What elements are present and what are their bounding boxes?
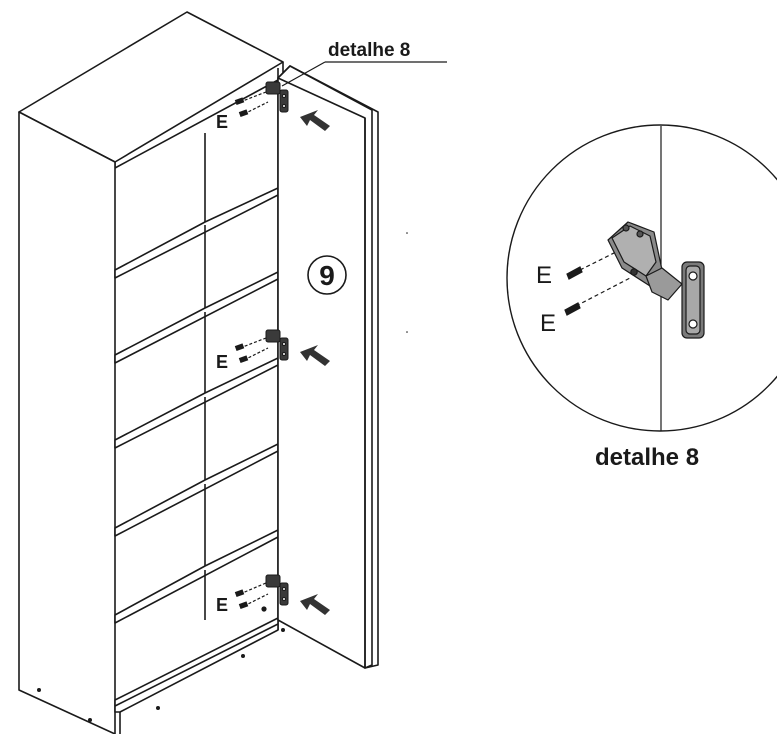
hinge-middle-screw-label: E xyxy=(216,352,228,372)
shelf-4 xyxy=(114,443,279,537)
arrow-top xyxy=(300,110,330,131)
shelf-1 xyxy=(114,187,279,279)
hinge-top xyxy=(265,81,289,113)
cabinet-door xyxy=(277,65,379,669)
arrow-middle xyxy=(300,345,330,366)
hinge-middle xyxy=(265,329,289,361)
shelves xyxy=(114,133,279,624)
arrow-bottom xyxy=(300,594,330,615)
shelf-3 xyxy=(114,357,279,449)
detail-screw-label-1: E xyxy=(536,262,552,289)
shelf-2 xyxy=(114,271,279,364)
screws-middle xyxy=(234,337,269,364)
callout-label: detalhe 8 xyxy=(328,40,410,61)
detail-hinge xyxy=(607,221,705,339)
hinge-bottom-screw-label: E xyxy=(216,595,228,615)
shelf-5 xyxy=(114,529,279,624)
detail-caption: detalhe 8 xyxy=(595,444,699,471)
hinge-top-screw-label: E xyxy=(216,112,228,132)
detail-screw-label-2: E xyxy=(540,310,556,337)
cabinet-left-side-panel xyxy=(18,111,116,734)
detail-screws xyxy=(564,251,631,316)
cabinet xyxy=(18,11,285,734)
cabinet-plinth xyxy=(114,617,279,734)
detail-view: E E xyxy=(506,124,777,432)
screws-top xyxy=(234,91,269,118)
hinge-bottom xyxy=(265,574,289,606)
callout-leader xyxy=(281,61,447,87)
step-badge: 9 xyxy=(307,255,347,295)
step-number: 9 xyxy=(319,260,335,291)
arrows xyxy=(300,110,330,615)
screws-bottom xyxy=(234,582,269,612)
